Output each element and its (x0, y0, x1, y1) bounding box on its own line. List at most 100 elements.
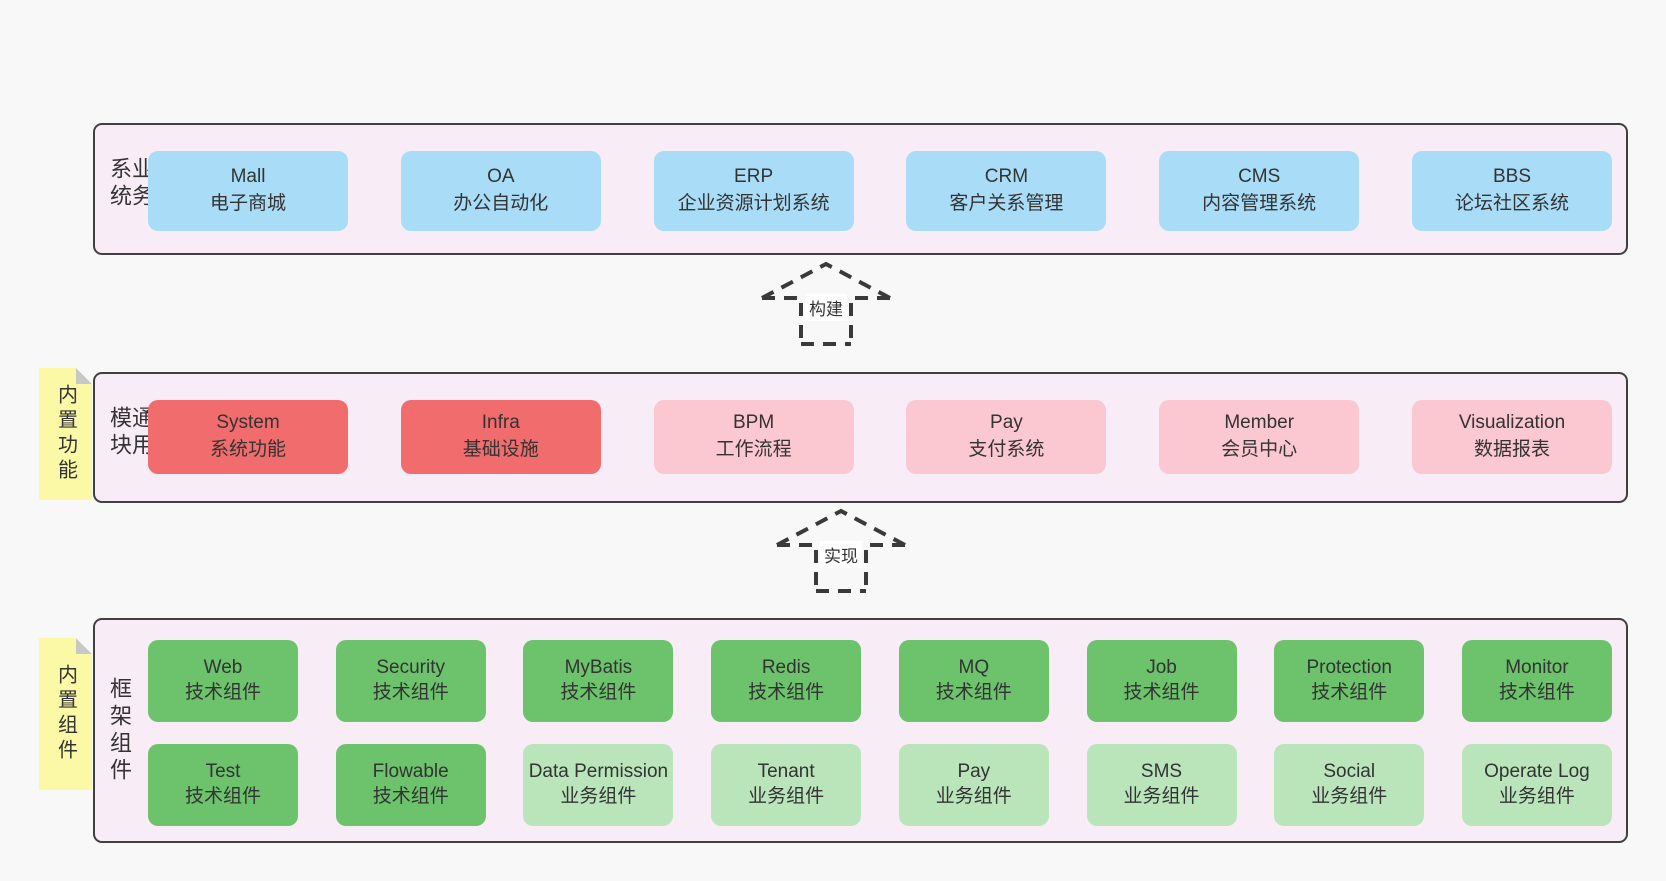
layer-business-label: 业务系统 (107, 157, 154, 211)
box-title: Test (205, 761, 241, 783)
box-title: Member (1224, 412, 1295, 434)
box-operate-log: Operate Log 业务组件 (1461, 744, 1612, 826)
box-title: Protection (1306, 657, 1392, 679)
box-title: Redis (761, 657, 811, 679)
box-subtitle: 技术组件 (1123, 682, 1200, 703)
box-system: System 系统功能 (148, 400, 348, 474)
box-subtitle: 技术组件 (560, 682, 637, 703)
arrow-build: 构建 (758, 258, 894, 346)
layer-business-systems: 业务系统 Mall 电子商城 OA 办公自动化 ERP 企业资源计划系统 CRM… (93, 123, 1628, 255)
box-subtitle: 会员中心 (1221, 439, 1298, 460)
box-subtitle: 业务组件 (1498, 786, 1575, 807)
layer-common-modules: 通用模块 System 系统功能 Infra 基础设施 BPM 工作流程 Pay… (93, 372, 1628, 503)
box-subtitle: 业务组件 (560, 786, 637, 807)
box-erp: ERP 企业资源计划系统 (653, 151, 854, 231)
box-subtitle: 内容管理系统 (1202, 193, 1317, 214)
box-subtitle: 办公自动化 (453, 193, 549, 214)
box-subtitle: 支付系统 (968, 439, 1045, 460)
box-subtitle: 业务组件 (1123, 786, 1200, 807)
box-pay-business: Pay 业务组件 (898, 744, 1049, 826)
box-security: Security 技术组件 (335, 640, 486, 722)
box-subtitle: 技术组件 (748, 682, 825, 703)
box-mybatis: MyBatis 技术组件 (523, 640, 674, 722)
sticky-fold-corner-icon (76, 368, 92, 384)
arrow-build-label: 构建 (805, 294, 847, 321)
box-cms: CMS 内容管理系统 (1159, 151, 1360, 231)
box-title: OA (487, 166, 515, 188)
sticky-label: 内置组件 (54, 664, 77, 764)
box-subtitle: 基础设施 (462, 439, 539, 460)
box-subtitle: 技术组件 (935, 682, 1012, 703)
box-title: Security (376, 657, 446, 679)
box-subtitle: 业务组件 (748, 786, 825, 807)
layer-framework-components: 框架组件 Web 技术组件 Security 技术组件 MyBatis 技术组件… (93, 618, 1628, 843)
box-title: Data Permission (528, 761, 669, 783)
box-title: Web (203, 657, 243, 679)
box-subtitle: 系统功能 (209, 439, 286, 460)
box-title: MyBatis (564, 657, 633, 679)
box-job: Job 技术组件 (1086, 640, 1237, 722)
box-subtitle: 技术组件 (1311, 682, 1388, 703)
box-member: Member 会员中心 (1159, 400, 1360, 474)
box-protection: Protection 技术组件 (1274, 640, 1425, 722)
dashed-up-arrow-icon (776, 508, 906, 593)
box-title: Visualization (1458, 412, 1566, 434)
sticky-built-in-components: 内置组件 (39, 638, 92, 790)
box-title: Infra (481, 412, 520, 434)
box-social: Social 业务组件 (1274, 744, 1425, 826)
box-title: System (216, 412, 280, 434)
box-subtitle: 企业资源计划系统 (677, 193, 830, 214)
box-title: Job (1146, 657, 1177, 679)
box-subtitle: 论坛社区系统 (1454, 193, 1569, 214)
dashed-up-arrow-icon (761, 261, 891, 346)
sticky-built-in-features: 内置功能 (39, 368, 92, 500)
box-title: Flowable (372, 761, 449, 783)
box-title: BPM (733, 412, 775, 434)
box-pay: Pay 支付系统 (906, 400, 1107, 474)
box-subtitle: 技术组件 (372, 682, 449, 703)
box-title: Tenant (757, 761, 815, 783)
layer-components-label: 框架组件 (107, 676, 132, 785)
box-title: ERP (734, 166, 774, 188)
box-subtitle: 技术组件 (184, 682, 261, 703)
box-oa: OA 办公自动化 (400, 151, 601, 231)
box-infra: Infra 基础设施 (400, 400, 601, 474)
box-subtitle: 数据报表 (1473, 439, 1550, 460)
box-flowable: Flowable 技术组件 (335, 744, 486, 826)
box-data-permission: Data Permission 业务组件 (523, 744, 674, 826)
box-crm: CRM 客户关系管理 (906, 151, 1107, 231)
box-subtitle: 技术组件 (1498, 682, 1575, 703)
box-title: CRM (984, 166, 1029, 188)
box-test: Test 技术组件 (148, 744, 298, 826)
box-title: Pay (957, 761, 991, 783)
box-title: Social (1323, 761, 1376, 783)
box-mq: MQ 技术组件 (898, 640, 1049, 722)
box-subtitle: 技术组件 (372, 786, 449, 807)
sticky-label: 内置功能 (54, 384, 77, 484)
box-mall: Mall 电子商城 (148, 151, 348, 231)
box-bpm: BPM 工作流程 (653, 400, 854, 474)
box-bbs: BBS 论坛社区系统 (1411, 151, 1612, 231)
box-monitor: Monitor 技术组件 (1461, 640, 1612, 722)
box-title: BBS (1492, 166, 1531, 188)
box-subtitle: 电子商城 (209, 193, 286, 214)
box-redis: Redis 技术组件 (711, 640, 862, 722)
box-web: Web 技术组件 (148, 640, 298, 722)
box-title: SMS (1140, 761, 1183, 783)
arrow-implement-label: 实现 (820, 541, 862, 568)
box-subtitle: 业务组件 (935, 786, 1012, 807)
box-title: Operate Log (1484, 761, 1590, 783)
box-sms: SMS 业务组件 (1086, 744, 1237, 826)
box-title: CMS (1238, 166, 1281, 188)
sticky-fold-corner-icon (76, 638, 92, 654)
box-subtitle: 工作流程 (715, 439, 792, 460)
box-tenant: Tenant 业务组件 (711, 744, 862, 826)
box-title: MQ (958, 657, 990, 679)
box-title: Monitor (1505, 657, 1569, 679)
box-subtitle: 客户关系管理 (949, 193, 1064, 214)
box-title: Mall (230, 166, 266, 188)
layer-modules-label: 通用模块 (107, 405, 154, 460)
arrow-implement: 实现 (773, 505, 909, 593)
box-title: Pay (990, 412, 1023, 434)
